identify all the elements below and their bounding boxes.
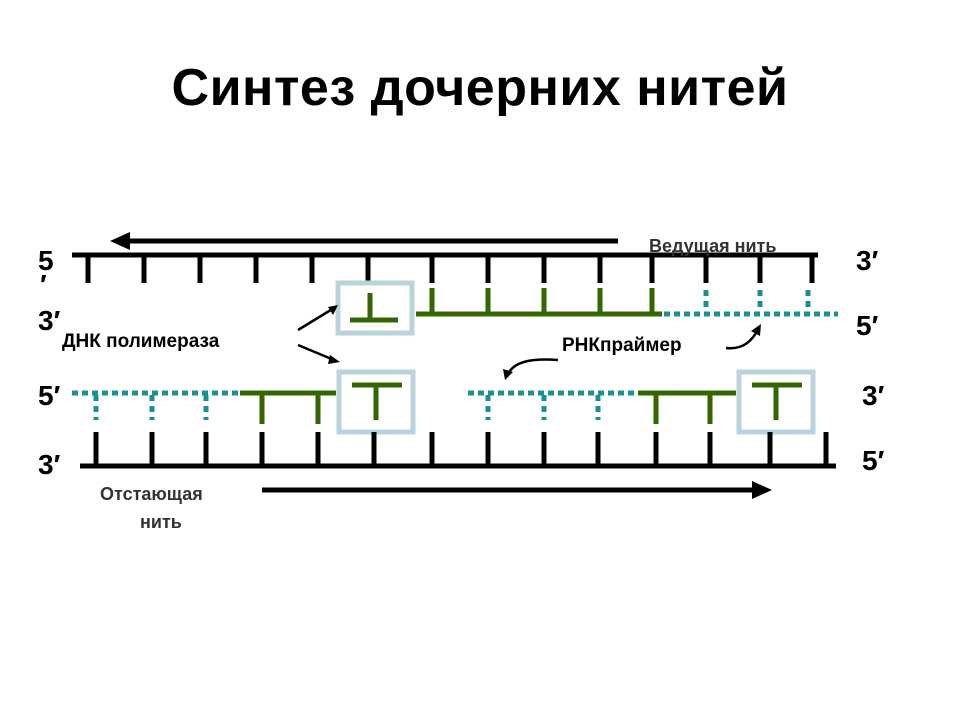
bottom-template-ticks xyxy=(93,432,829,466)
page-title: Синтез дочерних нитей xyxy=(171,59,789,117)
end-label-row3-left: 5′ xyxy=(38,380,61,411)
end-label-row3-right: 3′ xyxy=(862,380,885,411)
end-label-row4-right: 5′ xyxy=(862,445,885,476)
end-label-row2-right: 5′ xyxy=(856,310,879,341)
leading-new-strand xyxy=(416,288,662,317)
dna-polymerase-label: ДНК полимераза xyxy=(62,331,220,352)
bottom-template-strand xyxy=(80,432,836,469)
lagging-fragment-1-primer xyxy=(72,390,240,420)
end-label-row1-right: 3′ xyxy=(856,245,879,276)
end-label-row1-left-mark: ′ xyxy=(40,269,47,300)
leading-strand-label: Ведущая нить xyxy=(649,236,776,256)
primer-pointer-arrows xyxy=(503,324,761,380)
polymerase-box-lagging-1 xyxy=(336,369,416,435)
lagging-fragment-2-dna xyxy=(638,390,736,424)
leading-rna-primer xyxy=(664,290,838,317)
lagging-fragment-1-dna xyxy=(240,390,336,424)
lagging-strand-label-line1: Отстающая xyxy=(100,484,203,504)
rna-primer-label: РНКпраймер xyxy=(562,335,682,356)
polymerase-box-leading xyxy=(335,280,415,336)
polymerase-box-lagging-2 xyxy=(736,369,816,435)
lagging-strand-label-line2: нить xyxy=(140,512,182,532)
lagging-direction-arrow xyxy=(262,481,772,499)
leading-direction-arrow xyxy=(110,232,618,250)
lagging-fragment-2-primer xyxy=(468,390,638,420)
top-template-ticks xyxy=(85,255,815,283)
end-label-row1-left: 5 xyxy=(38,245,54,276)
end-label-row2-left: 3′ xyxy=(38,305,61,336)
polymerase-pointer-arrows xyxy=(297,305,340,364)
top-template-strand xyxy=(72,252,818,283)
end-label-row4-left: 3′ xyxy=(38,449,61,480)
